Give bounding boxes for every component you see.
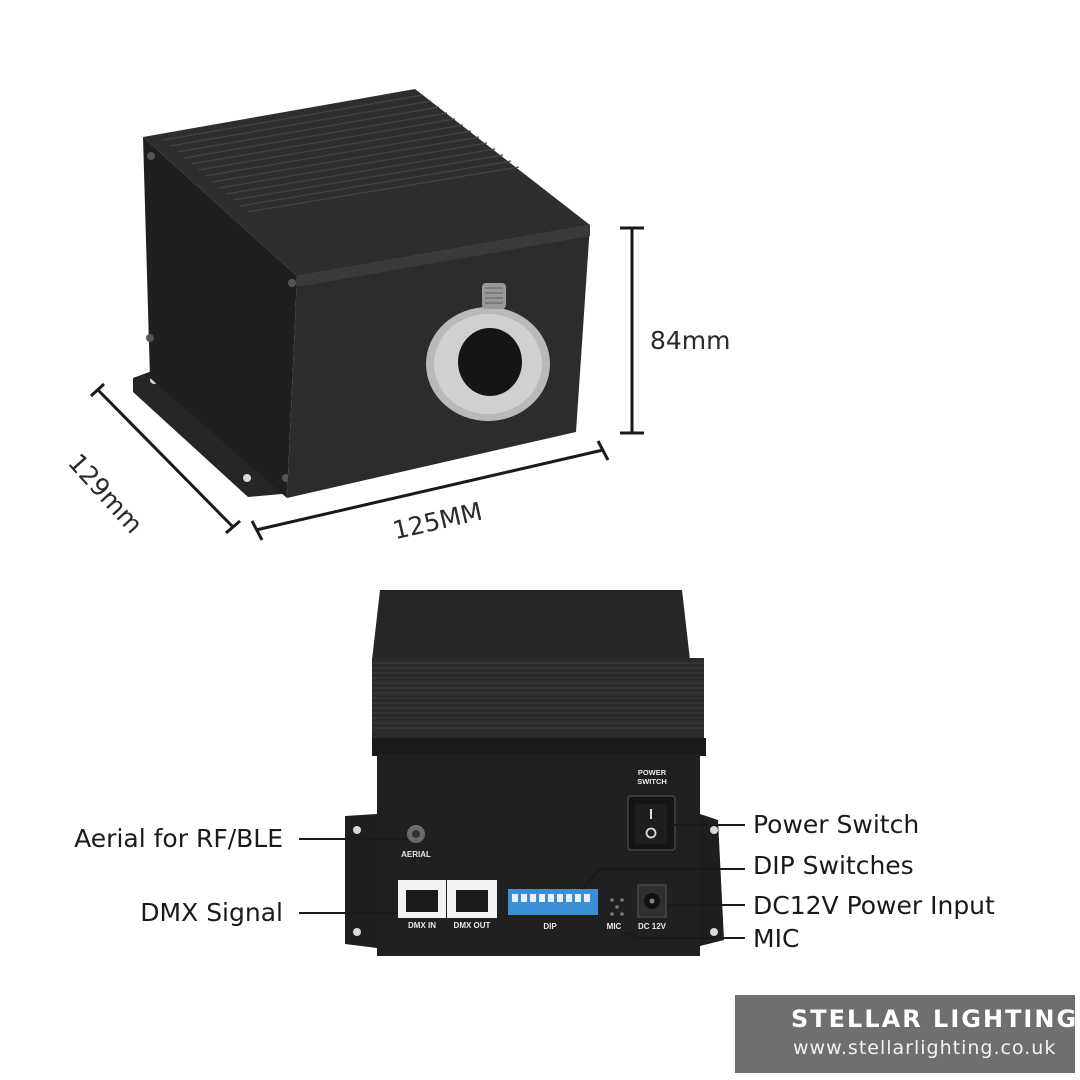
callout-dip: DIP Switches bbox=[753, 851, 914, 880]
side-face bbox=[143, 137, 297, 498]
panel-label-dmx-out: DMX OUT bbox=[453, 921, 491, 930]
top-face bbox=[143, 89, 590, 276]
panel-label-dmx-in: DMX IN bbox=[408, 921, 436, 930]
callout-aerial: Aerial for RF/BLE bbox=[74, 824, 283, 853]
panel-label-dip: DIP bbox=[543, 922, 557, 931]
panel-label-aerial: AERIAL bbox=[401, 850, 431, 859]
callout-power-switch: Power Switch bbox=[753, 810, 920, 839]
bottom-unit bbox=[345, 590, 724, 956]
brand-name: STELLAR LIGHTING bbox=[791, 1005, 1079, 1033]
callout-dmx: DMX Signal bbox=[140, 898, 283, 927]
top-flange bbox=[133, 368, 282, 497]
thumb-screw bbox=[482, 283, 506, 309]
callout-lines bbox=[299, 824, 745, 939]
fiber-port-hole bbox=[458, 328, 522, 396]
power-switch bbox=[635, 804, 667, 844]
callout-mic: MIC bbox=[753, 924, 800, 953]
panel-label-power-switch: POWER SWITCH bbox=[637, 768, 667, 786]
height-label: 84mm bbox=[650, 326, 731, 355]
rear-panel bbox=[377, 754, 700, 956]
top-unit bbox=[133, 89, 590, 498]
bottom-flange bbox=[345, 814, 377, 948]
brand-url: www.stellarlighting.co.uk bbox=[793, 1037, 1057, 1059]
brand-logo: STELLAR LIGHTING www.stellarlighting.co.… bbox=[735, 995, 1079, 1073]
panel-label-mic: MIC bbox=[606, 922, 622, 931]
heatsink-fins bbox=[372, 658, 704, 740]
callout-dc-input: DC12V Power Input bbox=[753, 891, 995, 920]
dimension-lines bbox=[89, 226, 644, 541]
panel-label-dc: DC 12V bbox=[637, 922, 666, 931]
mic-holes bbox=[610, 898, 624, 916]
